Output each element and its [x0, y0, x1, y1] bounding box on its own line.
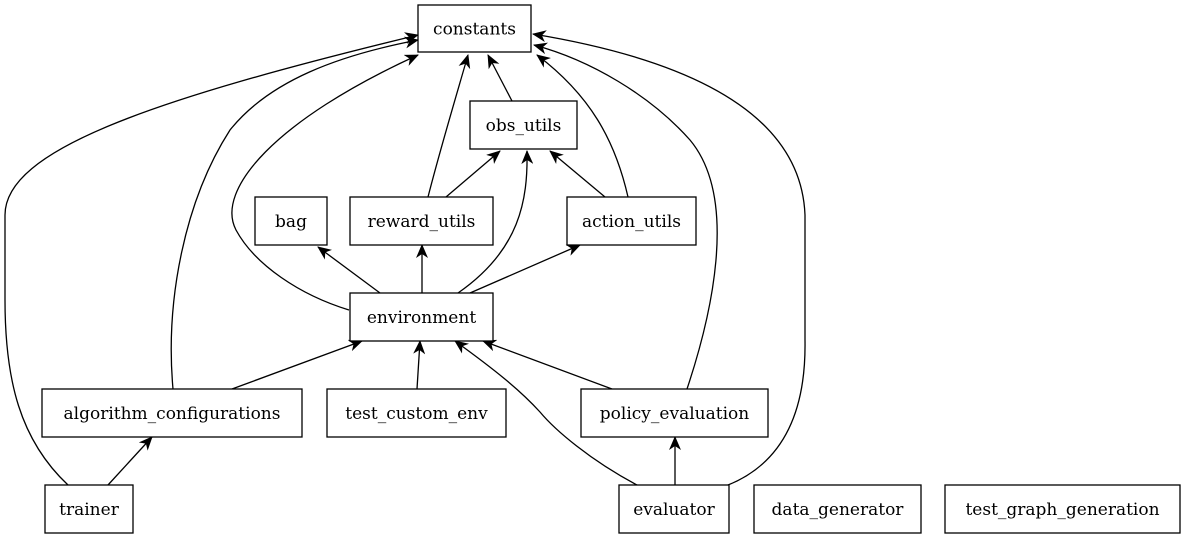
node-label: test_graph_generation — [965, 500, 1159, 520]
edge-arrow — [427, 54, 471, 198]
node-data-generator: data_generator — [753, 484, 922, 534]
node-label: test_custom_env — [345, 404, 488, 424]
edge-algorithm-configurations-to-constants — [170, 36, 419, 390]
node-label: obs_utils — [486, 116, 562, 136]
edge-arrow — [107, 436, 153, 486]
node-label: policy_evaluation — [600, 404, 749, 424]
edge-environment-to-bag — [317, 246, 381, 294]
edge-arrow — [457, 150, 534, 294]
edge-action-utils-to-constants — [536, 54, 629, 198]
node-label: bag — [275, 212, 307, 232]
node-reward-utils: reward_utils — [349, 196, 494, 246]
node-label: environment — [367, 308, 476, 328]
node-label: data_generator — [772, 500, 905, 520]
edge-policy-evaluation-to-environment — [482, 339, 613, 390]
node-box — [580, 388, 769, 438]
edge-arrow — [231, 339, 363, 390]
edge-obs-utils-to-constants — [487, 54, 513, 102]
node-test-custom-env: test_custom_env — [326, 388, 507, 438]
node-box — [618, 484, 730, 534]
node-box — [753, 484, 922, 534]
edge-algorithm-configurations-to-environment — [231, 339, 363, 390]
node-test-graph-generation: test_graph_generation — [944, 484, 1181, 534]
node-label: trainer — [59, 500, 120, 520]
edge-arrow — [549, 150, 606, 198]
node-box — [944, 484, 1181, 534]
edge-trainer-to-constants — [4, 32, 419, 486]
edge-arrow — [469, 244, 581, 294]
node-environment: environment — [349, 292, 494, 342]
node-box — [254, 196, 328, 246]
node-box — [326, 388, 507, 438]
node-evaluator: evaluator — [618, 484, 730, 534]
edge-arrow — [445, 150, 501, 198]
edge-environment-to-action-utils — [469, 244, 581, 294]
edge-evaluator-to-constants — [532, 30, 806, 486]
edge-policy-evaluation-to-constants — [533, 42, 718, 390]
node-label: evaluator — [633, 500, 715, 520]
node-label: constants — [433, 20, 516, 40]
edge-reward-utils-to-constants — [427, 54, 471, 198]
node-constants: constants — [417, 4, 532, 53]
edge-arrow — [231, 54, 419, 311]
edge-action-utils-to-obs-utils — [549, 150, 606, 198]
edge-arrow — [317, 246, 381, 294]
node-action-utils: action_utils — [566, 196, 697, 246]
node-label: action_utils — [582, 212, 681, 232]
edge-arrow — [4, 32, 419, 486]
edge-arrow — [454, 340, 638, 486]
node-box — [417, 4, 532, 53]
edge-arrow — [487, 54, 513, 102]
node-box — [41, 388, 303, 438]
node-box — [349, 196, 494, 246]
edge-environment-to-constants — [231, 54, 419, 311]
node-bag: bag — [254, 196, 328, 246]
edge-arrow — [413, 340, 426, 390]
node-label: reward_utils — [368, 212, 476, 232]
edge-arrow — [532, 30, 806, 486]
edge-arrow — [536, 54, 629, 198]
edge-test-custom-env-to-environment — [413, 340, 426, 390]
node-box — [349, 292, 494, 342]
edge-reward-utils-to-obs-utils — [445, 150, 501, 198]
node-box — [566, 196, 697, 246]
edge-arrow — [482, 339, 613, 390]
node-policy-evaluation: policy_evaluation — [580, 388, 769, 438]
edge-environment-to-obs-utils — [457, 150, 534, 294]
edge-evaluator-to-environment — [454, 340, 638, 486]
node-algorithm-configurations: algorithm_configurations — [41, 388, 303, 438]
node-box — [469, 100, 578, 150]
edge-arrow — [533, 42, 718, 390]
node-box — [44, 484, 134, 534]
node-obs-utils: obs_utils — [469, 100, 578, 150]
edge-arrow — [170, 36, 419, 390]
node-label: algorithm_configurations — [64, 404, 281, 424]
edge-trainer-to-algorithm-configurations — [107, 436, 153, 486]
node-trainer: trainer — [44, 484, 134, 534]
